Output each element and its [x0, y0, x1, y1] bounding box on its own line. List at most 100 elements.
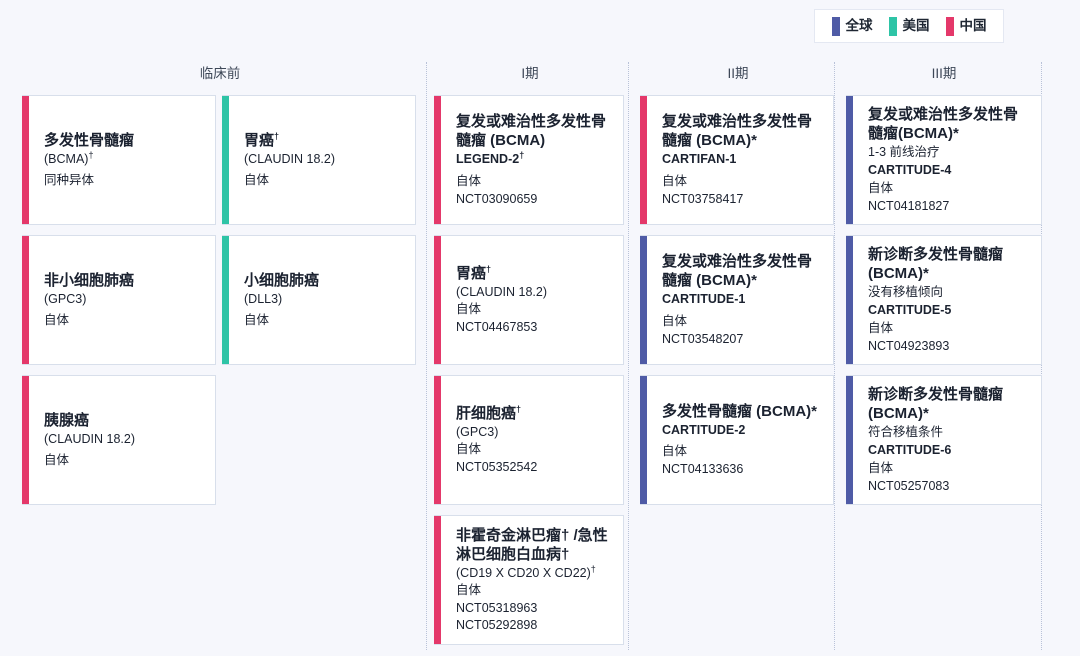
card-target: (GPC3) [44, 291, 87, 306]
card-title: 复发或难治性多发性骨髓瘤 (BCMA)* [662, 252, 813, 290]
card-target: (GPC3) [456, 425, 499, 440]
legend-item-global: 全球 [831, 16, 873, 36]
card-region-accent [640, 96, 647, 224]
card-nct-id: NCT05352542 [456, 459, 538, 474]
card-note: 符合移植条件 [868, 425, 944, 440]
card-target: (CLAUDIN 18.2) [244, 151, 335, 166]
pipeline-card[interactable]: 胰腺癌 (CLAUDIN 18.2) 自体 [22, 375, 216, 505]
card-study: CARTITUDE-2 [662, 422, 746, 437]
card-title: 小细胞肺癌 [244, 271, 320, 289]
card-target: (CLAUDIN 18.2) [44, 431, 135, 446]
legend-label-china: 中国 [959, 18, 987, 34]
card-source: 同种异体 [44, 172, 95, 187]
column-header-phase1: I期 [521, 66, 539, 81]
card-title: 多发性骨髓瘤 (BCMA)* [662, 402, 817, 420]
card-study: CARTITUDE-6 [868, 443, 952, 458]
column-divider [426, 62, 427, 650]
pipeline-card[interactable]: 非霍奇金淋巴瘤† /急性淋巴细胞白血病† (CD19 X CD20 X CD22… [434, 515, 624, 645]
card-nct-id: NCT04181827 [868, 198, 950, 213]
pipeline-card[interactable]: 复发或难治性多发性骨髓瘤 (BCMA)* CARTITUDE-1 自体 NCT0… [640, 235, 834, 365]
pipeline-card[interactable]: 复发或难治性多发性骨髓瘤(BCMA)* 1-3 前线治疗 CARTITUDE-4… [846, 95, 1042, 225]
card-title: 非小细胞肺癌 [44, 271, 135, 289]
pipeline-card[interactable]: 新诊断多发性骨髓瘤 (BCMA)* 符合移植条件 CARTITUDE-6 自体 … [846, 375, 1042, 505]
column-header-phase2: II期 [727, 66, 749, 81]
card-study: CARTITUDE-5 [868, 303, 952, 318]
pipeline-card[interactable]: 非小细胞肺癌 (GPC3) 自体 [22, 235, 216, 365]
legend-item-us: 美国 [888, 16, 930, 36]
legend-swatch-us [888, 16, 897, 36]
legend-label-global: 全球 [845, 18, 873, 34]
pipeline-card[interactable]: 复发或难治性多发性骨髓瘤 (BCMA)* CARTIFAN-1 自体 NCT03… [640, 95, 834, 225]
legend: 全球 美国 中国 [814, 9, 1004, 43]
card-title: 多发性骨髓瘤 [44, 131, 135, 149]
pipeline-card[interactable]: 小细胞肺癌 (DLL3) 自体 [222, 235, 416, 365]
card-title: 复发或难治性多发性骨髓瘤 (BCMA) [456, 112, 607, 150]
card-title: 复发或难治性多发性骨髓瘤(BCMA)* [868, 106, 1019, 143]
card-title: 肝细胞癌† [456, 404, 522, 423]
card-source: 自体 [868, 180, 894, 195]
card-region-accent [434, 236, 441, 364]
card-note: 1-3 前线治疗 [868, 145, 940, 160]
card-region-accent [22, 236, 29, 364]
card-note: 没有移植倾向 [868, 285, 944, 300]
pipeline-card[interactable]: 胃癌† (CLAUDIN 18.2) 自体 NCT04467853 [434, 235, 624, 365]
card-study: LEGEND-2† [456, 150, 525, 167]
dagger-marker: † [88, 149, 94, 160]
card-source: 自体 [662, 174, 688, 189]
card-study: CARTIFAN-1 [662, 152, 737, 167]
dagger-marker: † [274, 130, 280, 141]
card-region-accent [640, 376, 647, 504]
pipeline-card[interactable]: 新诊断多发性骨髓瘤 (BCMA)* 没有移植倾向 CARTITUDE-5 自体 … [846, 235, 1042, 365]
card-region-accent [434, 376, 441, 504]
card-nct-id: NCT04923893 [868, 338, 950, 353]
card-region-accent [222, 96, 229, 224]
card-target: (DLL3) [244, 291, 283, 306]
column-header-phase3: III期 [931, 66, 957, 81]
dagger-marker: † [590, 564, 596, 575]
card-nct-id: NCT05292898 [456, 617, 538, 632]
card-study: CARTITUDE-1 [662, 292, 746, 307]
column-divider [628, 62, 629, 650]
card-study: CARTITUDE-4 [868, 163, 952, 178]
card-title: 新诊断多发性骨髓瘤 (BCMA)* [868, 246, 1004, 283]
pipeline-board: 临床前 I期 II期 III期 多发性骨髓瘤 (BCMA)† 同种异体 胃癌† … [0, 60, 1080, 656]
pipeline-card[interactable]: 多发性骨髓瘤 (BCMA)* CARTITUDE-2 自体 NCT0413363… [640, 375, 834, 505]
card-source: 自体 [662, 314, 688, 329]
card-target: (CLAUDIN 18.2) [456, 285, 547, 300]
dagger-marker: † [516, 404, 522, 415]
card-region-accent [434, 96, 441, 224]
card-source: 自体 [662, 444, 688, 459]
pipeline-card[interactable]: 胃癌† (CLAUDIN 18.2) 自体 [222, 95, 416, 225]
dagger-marker: † [486, 264, 492, 275]
card-target: (CD19 X CD20 X CD22)† [456, 564, 596, 581]
card-region-accent [846, 376, 853, 504]
card-region-accent [22, 376, 29, 504]
pipeline-card[interactable]: 多发性骨髓瘤 (BCMA)† 同种异体 [22, 95, 216, 225]
card-source: 自体 [44, 452, 70, 467]
legend-item-china: 中国 [945, 16, 987, 36]
card-source: 自体 [456, 441, 482, 456]
card-source: 自体 [456, 301, 482, 316]
card-source: 自体 [456, 582, 482, 597]
column-header-preclinical: 临床前 [199, 66, 241, 81]
card-source: 自体 [44, 312, 70, 327]
card-region-accent [22, 96, 29, 224]
legend-label-us: 美国 [902, 18, 930, 34]
card-source: 自体 [244, 312, 270, 327]
card-region-accent [434, 516, 441, 644]
card-region-accent [222, 236, 229, 364]
card-target: (BCMA)† [44, 149, 94, 166]
card-region-accent [846, 96, 853, 224]
legend-swatch-global [831, 16, 840, 36]
card-nct-id: NCT04133636 [662, 462, 744, 477]
card-nct-id: NCT03758417 [662, 191, 744, 206]
card-title: 胃癌† [456, 264, 492, 283]
pipeline-card[interactable]: 复发或难治性多发性骨髓瘤 (BCMA) LEGEND-2† 自体 NCT0309… [434, 95, 624, 225]
card-title: 非霍奇金淋巴瘤† /急性淋巴细胞白血病† [456, 526, 608, 563]
card-region-accent [640, 236, 647, 364]
card-title: 新诊断多发性骨髓瘤 (BCMA)* [868, 386, 1004, 423]
card-source: 自体 [868, 320, 894, 335]
pipeline-card[interactable]: 肝细胞癌† (GPC3) 自体 NCT05352542 [434, 375, 624, 505]
card-nct-id: NCT03090659 [456, 191, 538, 206]
card-source: 自体 [244, 172, 270, 187]
